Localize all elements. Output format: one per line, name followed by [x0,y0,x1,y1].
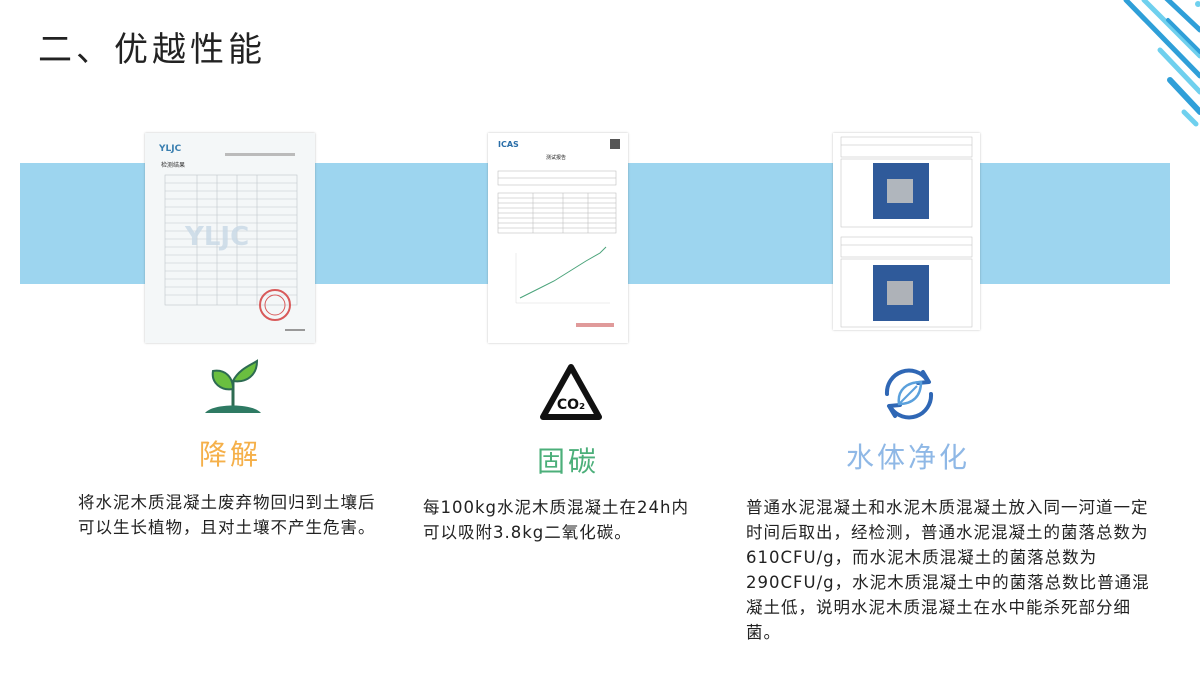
feature-desc-degradation: 将水泥木质混凝土废弃物回归到土壤后可以生长植物，且对土壤不产生危害。 [78,493,376,537]
slide-title: 二、优越性能 [38,30,266,70]
sprout-icon [205,359,261,413]
feature-desc-carbon-fixation: 每100kg水泥木质混凝土在24h内可以吸附3.8kg二氧化碳。 [423,498,689,542]
test-report-image-1: YLJC 检测结果 YLJC [145,133,315,343]
feature-title-degradation: 降解 [198,438,261,471]
corner-stripes-decoration [1123,0,1200,127]
doc2-heading: 测试报告 [546,154,566,161]
test-report-image-2: ICAS 测试报告 [488,133,628,343]
doc1-logo: YLJC [158,144,182,154]
co2-label: CO₂ [557,397,585,413]
test-report-image-3 [833,133,980,330]
feature-title-water-purification: 水体净化 [845,441,970,474]
svg-text:YLJC: YLJC [184,222,249,252]
leaf-cycle-icon [884,368,934,420]
feature-title-carbon-fixation: 固碳 [536,445,599,478]
feature-desc-water-purification: 普通水泥混凝土和水泥木质混凝土放入同一河道一定时间后取出，经检测，普通水泥混凝土… [746,498,1150,642]
doc1-heading: 检测结果 [161,161,185,169]
co2-warning-icon: CO₂ [540,364,602,420]
doc2-logo: ICAS [498,140,519,149]
